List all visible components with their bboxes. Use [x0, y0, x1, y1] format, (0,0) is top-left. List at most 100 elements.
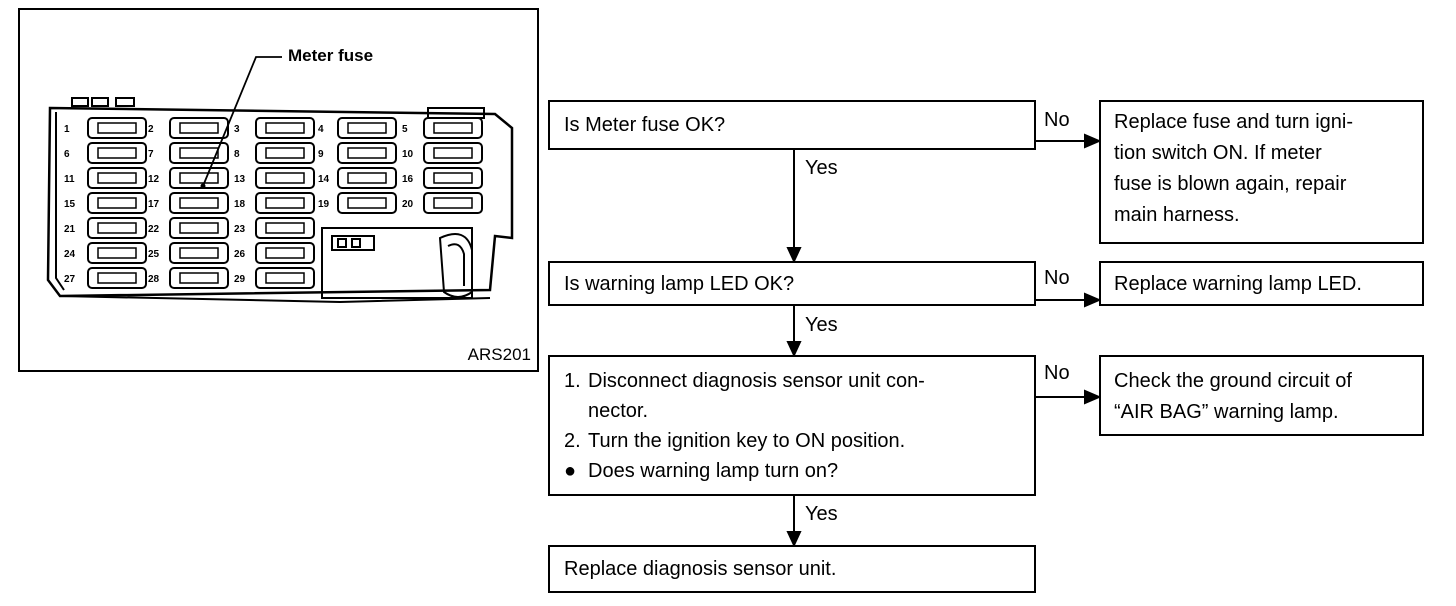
fuse-number-label: 3: [234, 124, 240, 135]
fuse-body: [179, 247, 219, 259]
yes-arrowhead-3: [786, 531, 802, 548]
fuse-body: [433, 172, 473, 184]
fuse-number-label: 13: [234, 174, 246, 185]
procedure-step-2: 2. Turn the ignition key to ON position.: [564, 426, 1034, 456]
fuse-number-label: 28: [148, 274, 160, 285]
fuse-body: [179, 272, 219, 284]
fuse-number-label: 6: [64, 149, 70, 160]
fuse-number-label: 2: [148, 124, 154, 135]
fuse-body: [265, 172, 305, 184]
fuse-body: [179, 172, 219, 184]
no-label-1: No: [1044, 109, 1070, 131]
step-number: 1.: [564, 370, 581, 392]
fuse-body: [97, 197, 137, 209]
fuse-number-label: 24: [64, 249, 76, 260]
callout-label: Meter fuse: [288, 46, 373, 65]
no-arrowhead-3: [1084, 389, 1102, 405]
action-text-line: Replace fuse and turn igni-: [1114, 111, 1354, 133]
fuse-number-label: 17: [148, 199, 160, 210]
fuse-body: [265, 147, 305, 159]
fuse-body: [179, 222, 219, 234]
step-text-line: Turn the ignition key to ON position.: [588, 430, 906, 452]
fuse-number-label: 15: [64, 199, 76, 210]
no-arrowhead-2: [1084, 292, 1102, 308]
fuse-number-label: 12: [148, 174, 160, 185]
fuse-number-label: 22: [148, 224, 160, 235]
fuse-block-illustration: 1611152124272712172225283813182326294914…: [46, 46, 531, 364]
fuse-number-label: 29: [234, 274, 246, 285]
figure-code: ARS201: [468, 345, 531, 364]
question-text: Is Meter fuse OK?: [564, 114, 726, 136]
fuse-body: [347, 147, 387, 159]
fuse-number-label: 7: [148, 149, 154, 160]
fuse-number-label: 5: [402, 124, 408, 135]
question-box-warning-lamp-led: Is warning lamp LED OK?: [548, 261, 1036, 306]
fuse-body: [433, 147, 473, 159]
no-arrowhead-1: [1084, 133, 1102, 149]
action-text-line: “AIR BAG” warning lamp.: [1114, 401, 1339, 423]
fuse-body: [97, 272, 137, 284]
fuse-body: [265, 247, 305, 259]
yes-label-1: Yes: [805, 157, 838, 179]
fuse-number-label: 26: [234, 249, 246, 260]
step-text-line: Does warning lamp turn on?: [588, 460, 839, 482]
fuse-body: [265, 122, 305, 134]
yes-label-3: Yes: [805, 503, 838, 525]
fuse-body: [97, 147, 137, 159]
bullet-icon: ●: [564, 460, 577, 482]
fuse-body: [97, 122, 137, 134]
fuse-number-label: 8: [234, 149, 240, 160]
fuse-body: [347, 122, 387, 134]
step-text-line: Disconnect diagnosis sensor unit con-: [588, 370, 925, 392]
action-text: Replace warning lamp LED.: [1114, 273, 1362, 295]
callout-leader-line: [202, 56, 282, 187]
fuse-body: [179, 147, 219, 159]
yes-arrowhead-1: [786, 247, 802, 264]
action-text-line: Check the ground circuit of: [1114, 370, 1352, 392]
action-text: Replace diagnosis sensor unit.: [564, 558, 837, 580]
action-text-line: fuse is blown again, repair: [1114, 173, 1347, 195]
action-box-check-ground: Check the ground circuit of “AIR BAG” wa…: [1099, 355, 1424, 436]
fuse-body: [97, 247, 137, 259]
fuse-body: [433, 122, 473, 134]
procedure-question: ● Does warning lamp turn on?: [564, 456, 1034, 486]
action-text-line: main harness.: [1114, 204, 1240, 226]
fuse-body: [347, 172, 387, 184]
fuse-body: [265, 272, 305, 284]
question-box-meter-fuse: Is Meter fuse OK?: [548, 100, 1036, 150]
fuse-body: [265, 222, 305, 234]
step-number: 2.: [564, 430, 581, 452]
fuse-body: [97, 222, 137, 234]
action-box-replace-led: Replace warning lamp LED.: [1099, 261, 1424, 306]
fuse-number-label: 19: [318, 199, 330, 210]
fuse-number-label: 1: [64, 124, 70, 135]
fuse-number-label: 23: [234, 224, 246, 235]
action-box-replace-sensor-unit: Replace diagnosis sensor unit.: [548, 545, 1036, 593]
fuse-number-label: 25: [148, 249, 160, 260]
callout-pointer-dot: [200, 183, 206, 189]
fuse-number-label: 9: [318, 149, 324, 160]
fuse-number-label: 10: [402, 149, 414, 160]
fuse-body: [347, 197, 387, 209]
fuse-number-label: 11: [64, 174, 75, 185]
fuse-number-label: 16: [402, 174, 414, 185]
fuse-number-label: 18: [234, 199, 246, 210]
fuse-body: [179, 197, 219, 209]
no-label-2: No: [1044, 267, 1070, 289]
fuse-body: [97, 172, 137, 184]
question-text: Is warning lamp LED OK?: [564, 273, 795, 295]
fuse-body: [433, 197, 473, 209]
fuse-slots: 1611152124272712172225283813182326294914…: [64, 117, 483, 289]
fuse-number-label: 21: [64, 224, 76, 235]
fuse-number-label: 27: [64, 274, 76, 285]
fuse-number-label: 4: [318, 124, 324, 135]
fuse-body: [179, 122, 219, 134]
yes-label-2: Yes: [805, 314, 838, 336]
question-box-diagnosis-steps: 1. Disconnect diagnosis sensor unit con-…: [548, 355, 1036, 496]
no-label-3: No: [1044, 362, 1070, 384]
fuse-body: [265, 197, 305, 209]
step-text-line: nector.: [588, 400, 649, 422]
action-box-replace-fuse: Replace fuse and turn igni- tion switch …: [1099, 100, 1424, 244]
